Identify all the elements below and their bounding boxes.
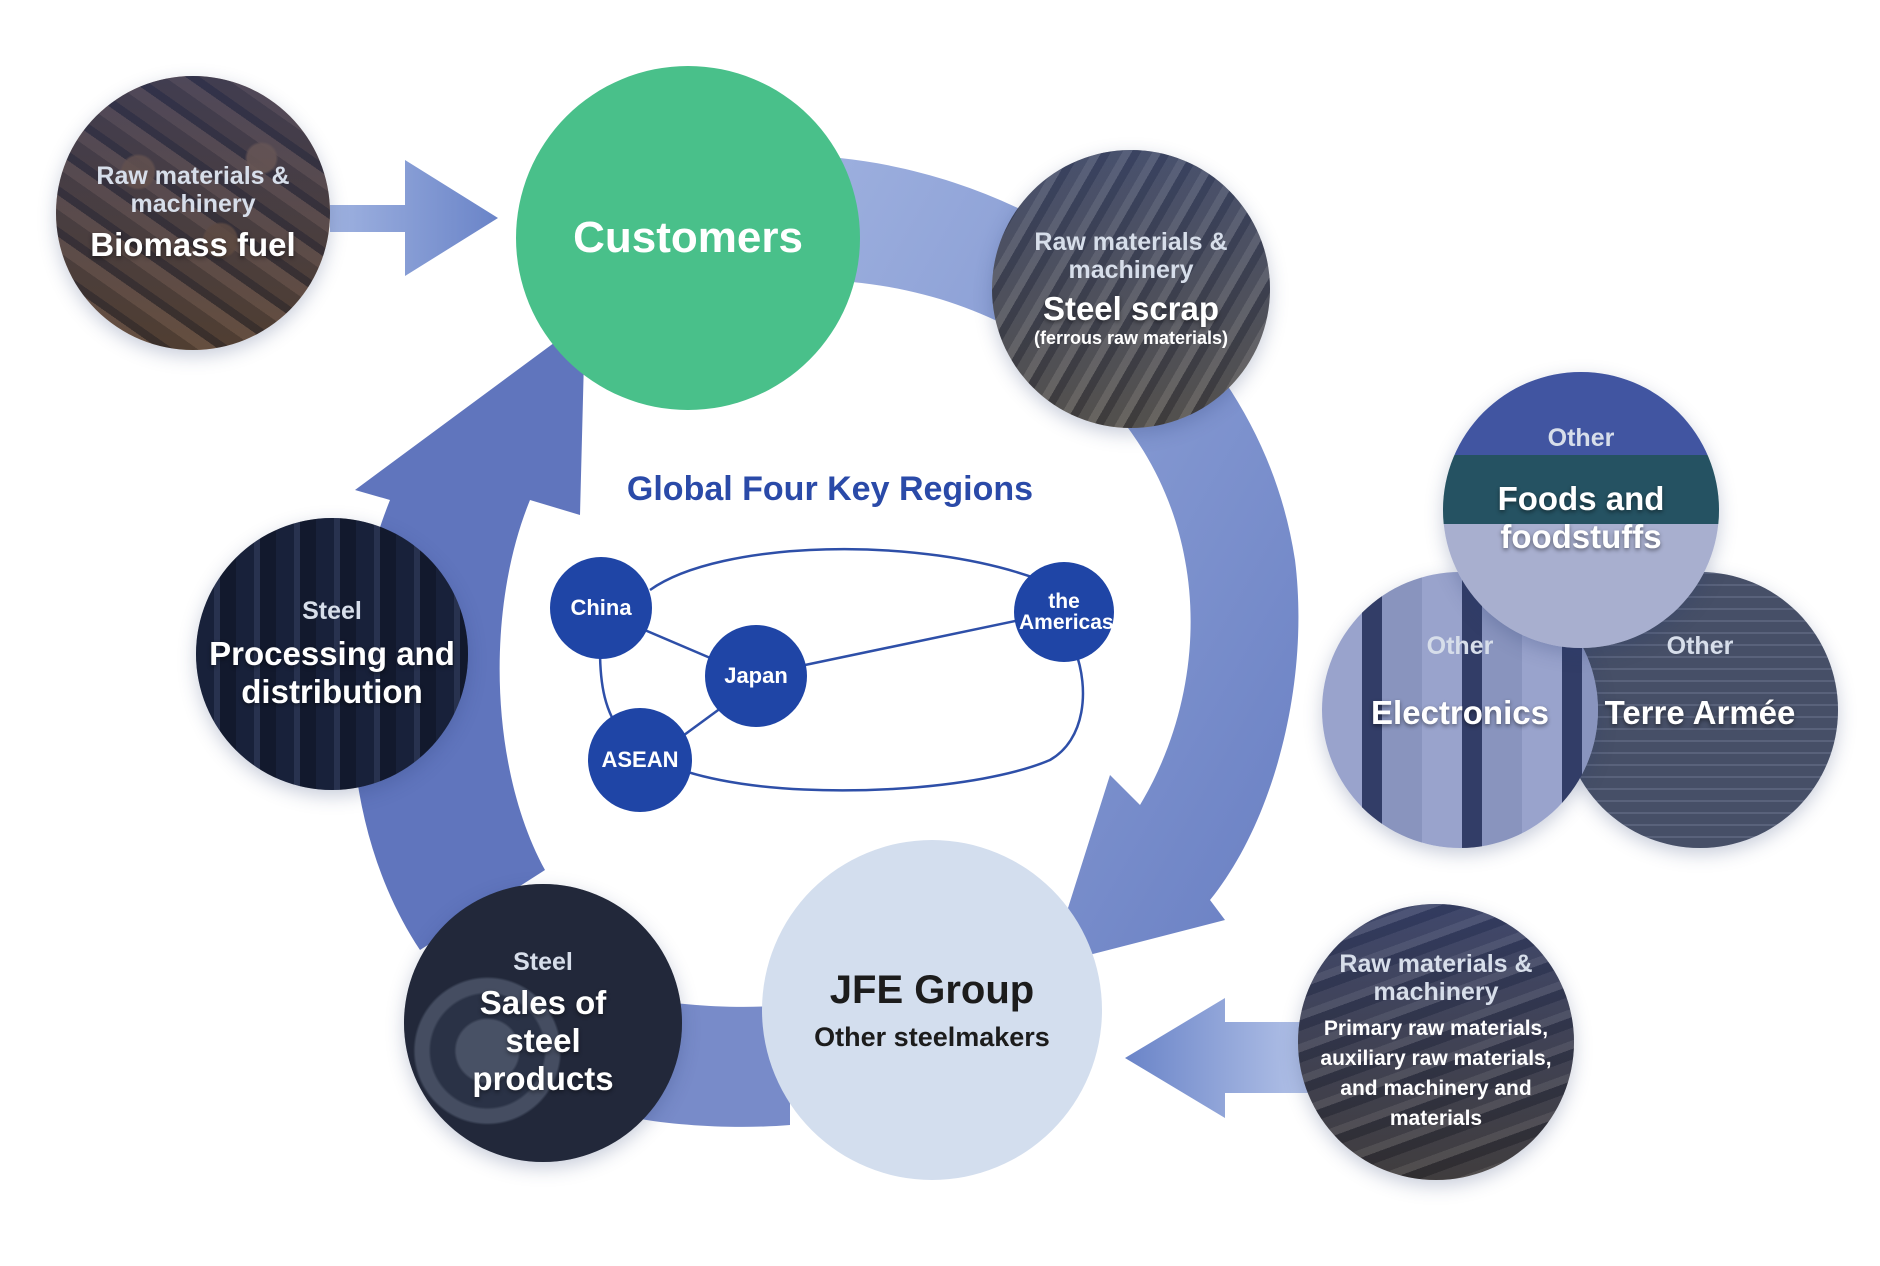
region-china: China — [550, 557, 652, 659]
node-processing-category: Steel — [302, 596, 362, 625]
node-terre-armee: Other Terre Armée — [1562, 572, 1838, 848]
customers-hub-content: Customers — [516, 66, 860, 410]
node-processing-distribution: Steel Processing and distribution — [196, 518, 468, 790]
node-biomass-content: Raw materials & machinery Biomass fuel — [56, 76, 330, 350]
node-terre-title: Terre Armée — [1604, 694, 1796, 731]
node-steel-scrap: Raw materials & machinery Steel scrap (f… — [992, 150, 1270, 428]
node-raw-content: Raw materials & machinery Primary raw ma… — [1298, 904, 1574, 1180]
region-asean: ASEAN — [588, 708, 692, 812]
region-asean-label: ASEAN — [601, 747, 679, 772]
region-japan: Japan — [705, 625, 807, 727]
node-foods-title: Foods and foodstuffs — [1497, 479, 1665, 555]
node-sales-title: Sales of steel products — [472, 983, 614, 1098]
jfe-hub: JFE Group Other steelmakers — [762, 840, 1102, 1180]
region-china-label: China — [570, 595, 632, 620]
network-link-china-japan — [639, 626, 716, 662]
node-scrap-title: Steel scrap — [1042, 290, 1220, 328]
arrow-sales-to-customers — [351, 320, 585, 950]
arrow-biomass-to-customers — [330, 160, 498, 276]
node-scrap-content: Raw materials & machinery Steel scrap (f… — [992, 150, 1270, 428]
node-raw-description: Primary raw materials, auxiliary raw mat… — [1320, 1017, 1552, 1130]
jfe-hub-content: JFE Group Other steelmakers — [762, 840, 1102, 1180]
node-electronics-category: Other — [1426, 632, 1494, 660]
node-foods-content: Other Foods and foodstuffs — [1443, 372, 1719, 648]
node-biomass-category: Raw materials & machinery — [96, 161, 290, 218]
node-scrap-category: Raw materials & machinery — [1034, 228, 1228, 285]
node-electronics: Other Electronics — [1322, 572, 1598, 848]
jfe-title: JFE Group — [829, 967, 1035, 1012]
node-biomass-fuel: Raw materials & machinery Biomass fuel — [56, 76, 330, 350]
node-foods-foodstuffs: Other Foods and foodstuffs — [1443, 372, 1719, 648]
node-biomass-title: Biomass fuel — [90, 225, 296, 263]
node-primary-raw-materials: Raw materials & machinery Primary raw ma… — [1298, 904, 1574, 1180]
region-americas: the Americas — [1014, 562, 1114, 662]
network-ellipse-top — [649, 547, 1041, 592]
node-electronics-title: Electronics — [1371, 694, 1549, 731]
region-americas-label: the Americas — [1019, 590, 1114, 634]
jfe-subtitle: Other steelmakers — [814, 1022, 1050, 1052]
arrow-raw-to-jfe — [1125, 998, 1310, 1118]
node-sales-category: Steel — [513, 947, 573, 976]
node-electronics-content: Other Electronics — [1322, 572, 1598, 848]
network-link-japan-americas — [804, 618, 1021, 667]
node-terre-content: Other Terre Armée — [1562, 572, 1838, 848]
node-processing-content: Steel Processing and distribution — [196, 518, 468, 790]
node-scrap-note: (ferrous raw materials) — [1033, 328, 1229, 349]
node-sales-steel-products: Steel Sales of steel products — [404, 884, 682, 1162]
node-terre-category: Other — [1666, 632, 1734, 660]
center-heading: Global Four Key Regions — [626, 470, 1034, 508]
node-processing-title: Processing and distribution — [209, 634, 455, 710]
region-japan-label: Japan — [724, 663, 788, 688]
customers-title: Customers — [573, 213, 803, 263]
node-raw-category: Raw materials & machinery — [1339, 950, 1533, 1007]
node-foods-category: Other — [1547, 423, 1615, 452]
customers-hub: Customers — [516, 66, 860, 410]
node-sales-content: Steel Sales of steel products — [404, 884, 682, 1162]
